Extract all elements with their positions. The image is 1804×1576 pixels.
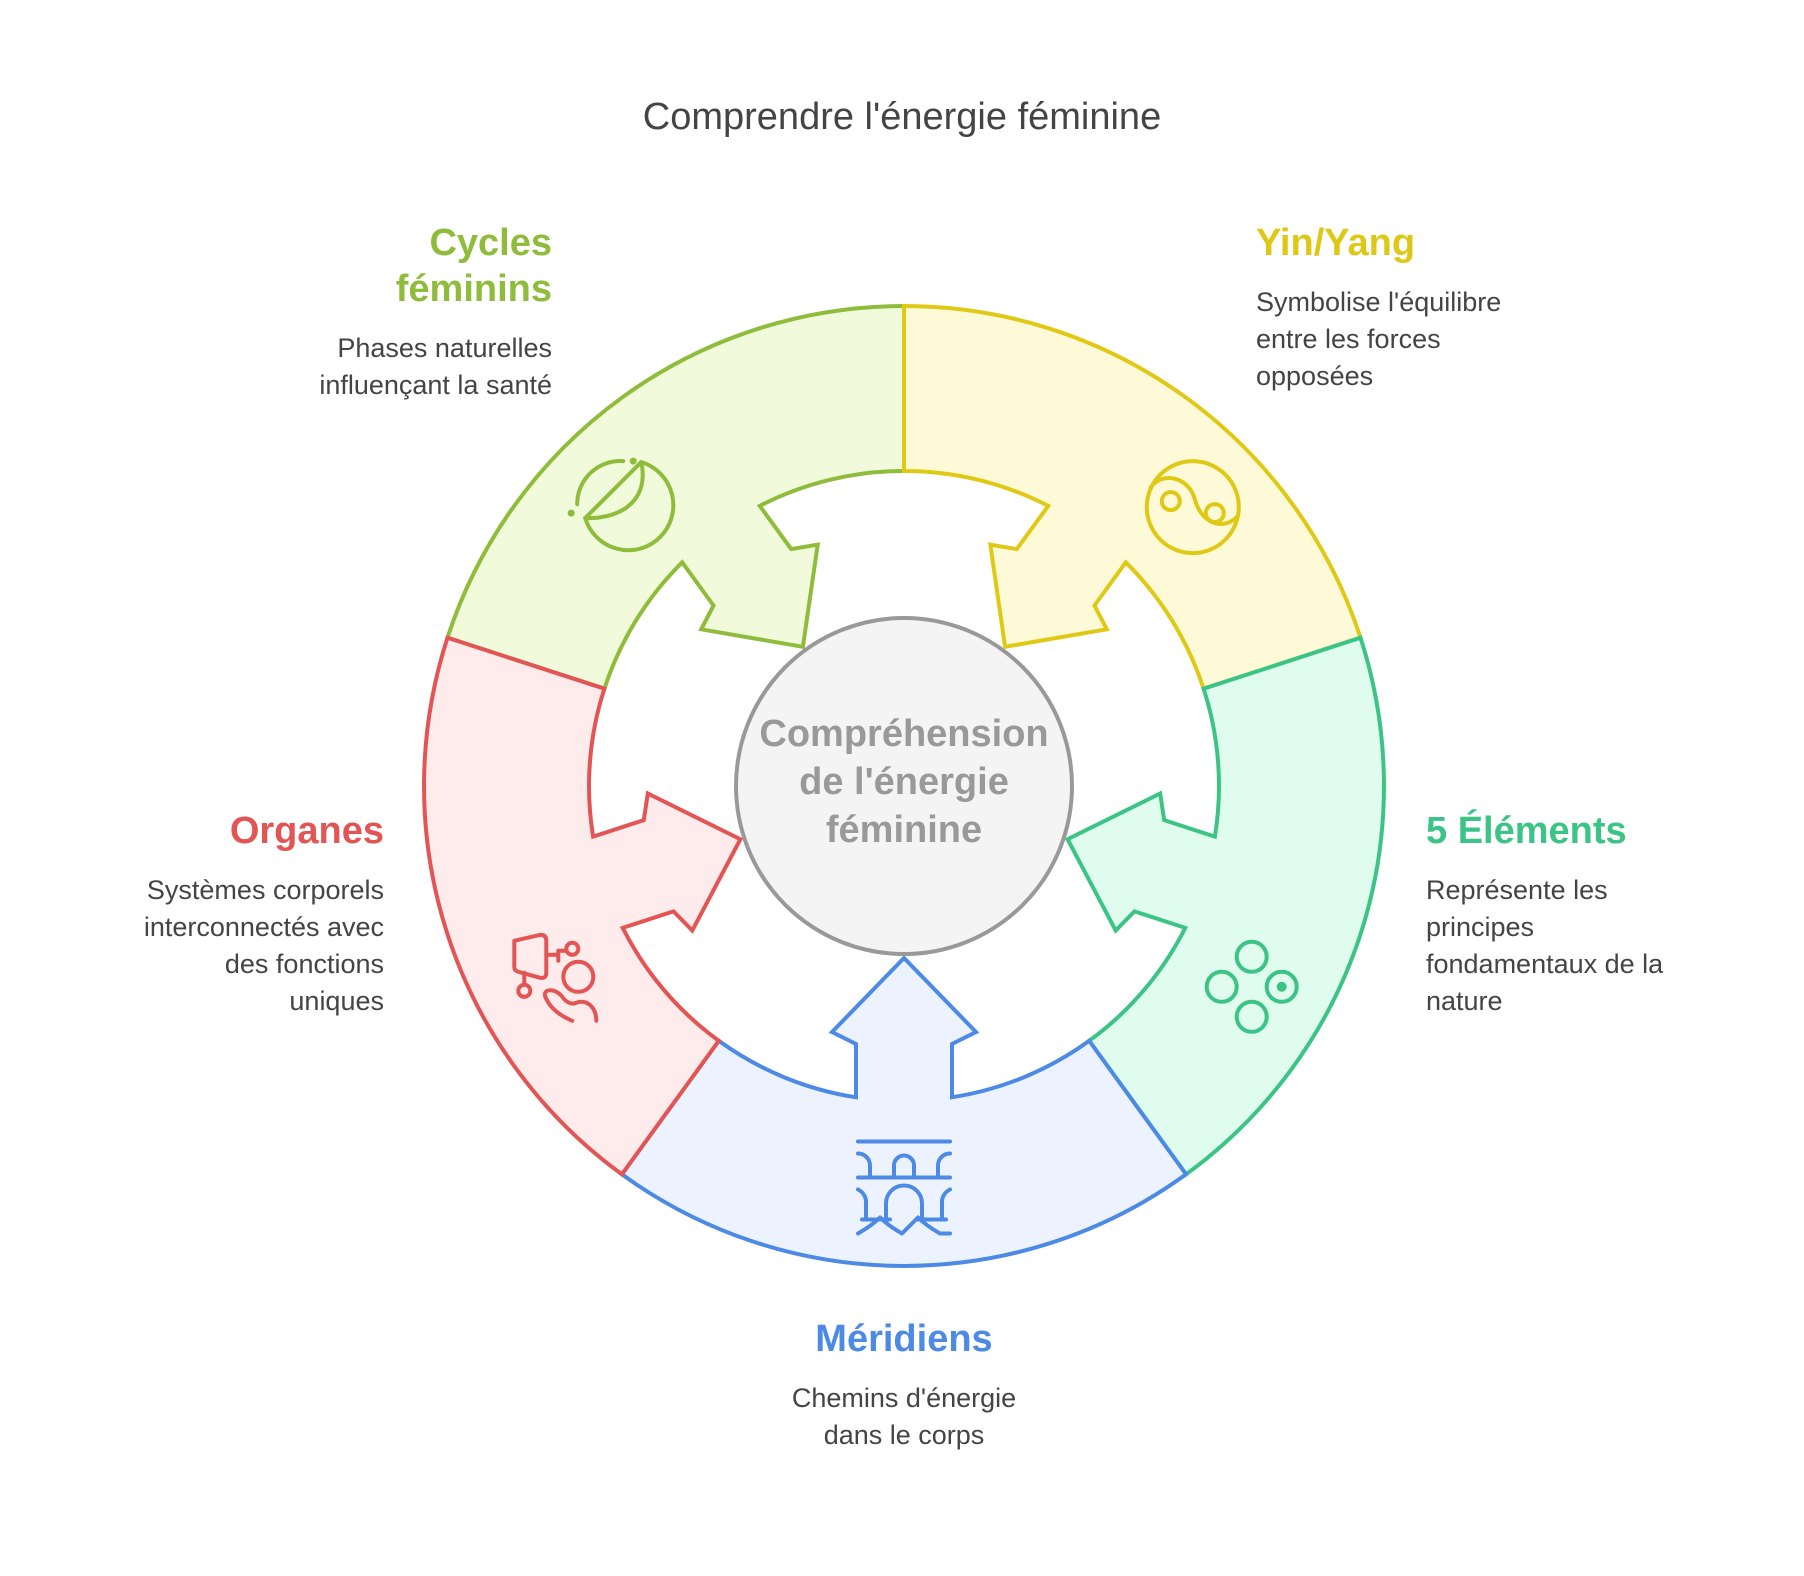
- description-line: Symbolise l'équilibre: [1256, 287, 1502, 317]
- segment-title-cycles: Cycles féminins: [230, 220, 552, 312]
- label-five-elements: 5 Éléments Représente les principes fond…: [1426, 808, 1746, 1020]
- segment-title-five-elements: 5 Éléments: [1426, 808, 1746, 854]
- segment-title-meridiens: Méridiens: [704, 1316, 1104, 1362]
- center-circle: [734, 616, 1074, 956]
- four-circles-icon: [1204, 939, 1299, 1034]
- title-line: féminins: [395, 268, 552, 310]
- description-line: fondamentaux de la: [1426, 949, 1664, 979]
- body-organ-network-icon: [512, 932, 599, 1023]
- segment-organes: [422, 635, 744, 1178]
- moon-phase-icon: [567, 457, 676, 553]
- description-line: interconnectés avec: [143, 912, 384, 942]
- center-label-line: de l'énergie: [799, 761, 1009, 803]
- label-yin-yang: Yin/Yang Symbolise l'équilibre entre les…: [1256, 220, 1616, 395]
- title-line: Organes: [229, 810, 384, 852]
- label-organes: Organes Systèmes corporels interconnecté…: [60, 808, 384, 1020]
- title-line: Yin/Yang: [1256, 222, 1416, 264]
- center-label-line: Compréhension: [759, 713, 1049, 755]
- description-line: nature: [1426, 986, 1503, 1016]
- label-meridiens: Méridiens Chemins d'énergie dans le corp…: [704, 1316, 1104, 1454]
- description-line: Représente les: [1426, 875, 1608, 905]
- segment-meridiens: [619, 955, 1189, 1268]
- description-line: Chemins d'énergie: [791, 1383, 1017, 1413]
- description-line: des fonctions: [224, 949, 384, 979]
- yin-yang-icon: [1144, 459, 1241, 556]
- segment-title-yin-yang: Yin/Yang: [1256, 220, 1616, 266]
- aqueduct-bridge-icon: [856, 1139, 952, 1236]
- center-label: Compréhension de l'énergie féminine: [724, 710, 1084, 854]
- segment-title-organes: Organes: [60, 808, 384, 854]
- description-line: uniques: [289, 986, 384, 1016]
- description-line: entre les forces: [1256, 324, 1441, 354]
- title-line: 5 Éléments: [1426, 810, 1627, 852]
- label-cycles: Cycles féminins Phases naturelles influe…: [230, 220, 552, 404]
- description-line: influençant la santé: [319, 370, 552, 400]
- segment-description-meridiens: Chemins d'énergie dans le corps: [704, 1380, 1104, 1454]
- description-line: opposées: [1256, 361, 1374, 391]
- center-label-line: féminine: [825, 809, 983, 851]
- title-line: Cycles: [429, 222, 552, 264]
- description-line: principes: [1426, 912, 1535, 942]
- segment-description-yin-yang: Symbolise l'équilibre entre les forces o…: [1256, 284, 1616, 395]
- diagram-title: Comprendre l'énergie féminine: [642, 96, 1162, 138]
- segment-description-cycles: Phases naturelles influençant la santé: [230, 330, 552, 404]
- segment-description-five-elements: Représente les principes fondamentaux de…: [1426, 872, 1746, 1020]
- segment-description-organes: Systèmes corporels interconnectés avec d…: [60, 872, 384, 1020]
- title-line: Méridiens: [815, 1318, 993, 1360]
- description-line: Phases naturelles: [337, 333, 552, 363]
- description-line: dans le corps: [823, 1420, 985, 1450]
- description-line: Systèmes corporels: [146, 875, 384, 905]
